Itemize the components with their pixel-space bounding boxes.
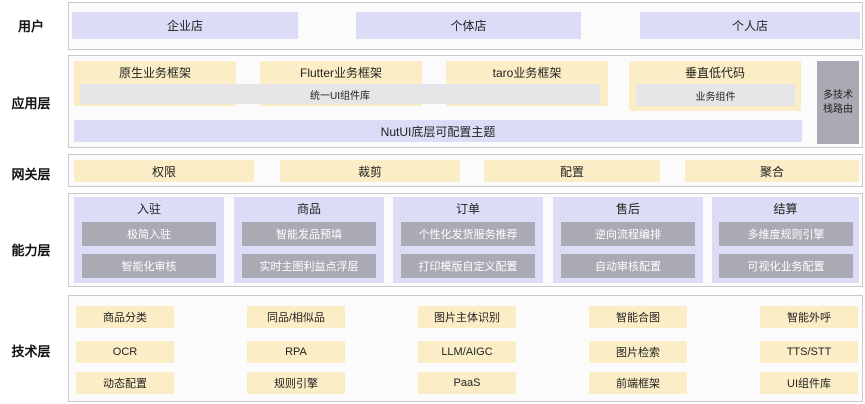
gateway-aggregate: 聚合 [685, 160, 859, 182]
ability-item-main-image-overlay: 实时主图利益点浮层 [242, 254, 376, 278]
user-individual-business: 个体店 [356, 12, 581, 39]
ability-group-product-title: 商品 [296, 201, 321, 216]
tech-item: 智能外呼 [760, 306, 858, 328]
tech-item: 图片检索 [589, 341, 687, 363]
ability-group-order-title: 订单 [455, 201, 480, 216]
ability-group-aftersale-title: 售后 [615, 201, 640, 216]
nutui-theme-bar: NutUI底层可配置主题 [74, 120, 802, 142]
ability-item-reverse-flow: 逆向流程编排 [561, 222, 695, 246]
layer-label-tech: 技术层 [11, 344, 51, 359]
taro-framework-label: taro业务框架 [492, 65, 562, 80]
ability-item-smart-review: 智能化审核 [82, 254, 216, 278]
multi-stack-routing-box: 多技术栈路由 [817, 61, 859, 144]
unified-ui-component-library: 统一UI组件库 [80, 84, 600, 104]
layer-label-gateway: 网关层 [11, 167, 51, 182]
multi-stack-routing-label: 多技术栈路由 [823, 89, 853, 115]
layer-label-ability: 能力层 [11, 243, 51, 258]
user-enterprise-store: 企业店 [72, 12, 298, 39]
native-framework-label: 原生业务框架 [118, 65, 191, 80]
ability-item-quick-onboarding: 极简入驻 [82, 222, 216, 246]
vertical-lowcode-label: 垂直低代码 [684, 65, 745, 80]
business-component-box: 业务组件 [636, 84, 795, 106]
tech-item: 智能合图 [589, 306, 687, 328]
tech-item: 前端框架 [589, 372, 687, 394]
ability-item-rule-engine: 多维度规则引擎 [719, 222, 853, 246]
ability-item-auto-review-config: 自动审核配置 [561, 254, 695, 278]
tech-item: RPA [247, 341, 345, 363]
layer-label-user: 用户 [17, 19, 44, 34]
ability-item-visual-config: 可视化业务配置 [719, 254, 853, 278]
tech-item: UI组件库 [760, 372, 858, 394]
tech-item: OCR [76, 341, 174, 363]
tech-item: 同品/相似品 [247, 306, 345, 328]
ability-group-settlement-title: 结算 [773, 201, 798, 216]
tech-item: TTS/STT [760, 341, 858, 363]
layer-label-app: 应用层 [11, 96, 51, 111]
gateway-config: 配置 [484, 160, 660, 182]
tech-item: PaaS [418, 372, 516, 394]
tech-item: 规则引擎 [247, 372, 345, 394]
tech-item: 图片主体识别 [418, 306, 516, 328]
tech-item: 动态配置 [76, 372, 174, 394]
user-personal-store: 个人店 [640, 12, 860, 39]
gateway-trim: 裁剪 [280, 160, 460, 182]
ability-item-shipping-recommend: 个性化发货服务推荐 [401, 222, 535, 246]
ability-item-smart-prefill: 智能发品预填 [242, 222, 376, 246]
ability-group-onboarding-title: 入驻 [136, 201, 161, 216]
flutter-framework-label: Flutter业务框架 [299, 65, 382, 80]
ability-item-print-template: 打印模版自定义配置 [401, 254, 535, 278]
tech-item: LLM/AIGC [418, 341, 516, 363]
gateway-permission: 权限 [74, 160, 254, 182]
tech-item: 商品分类 [76, 306, 174, 328]
